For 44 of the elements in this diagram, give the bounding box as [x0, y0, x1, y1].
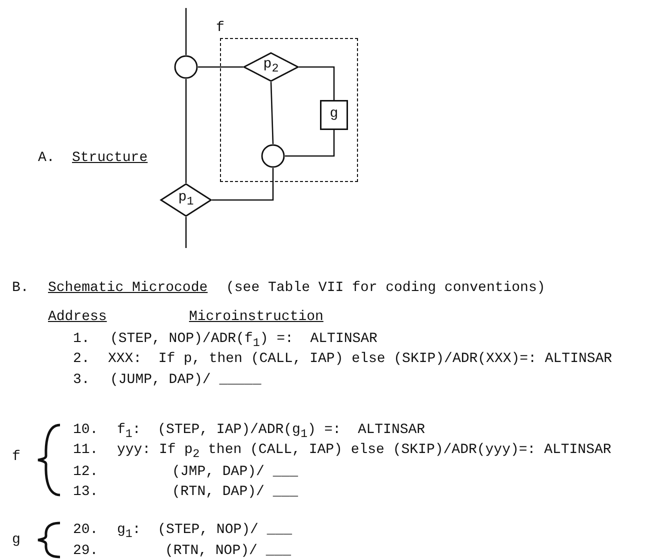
line-number: 10.: [73, 422, 98, 438]
note-text: (see Table VII for coding conventions): [226, 280, 546, 296]
decision-diamond: [243, 52, 299, 82]
column-heading: Address: [48, 309, 107, 325]
connector-line: [285, 130, 335, 157]
node-label: p$_{1}$: [178, 190, 194, 208]
line-number: 12.: [73, 464, 98, 480]
line-number: 29.: [73, 543, 98, 559]
connector-line: [212, 168, 274, 201]
brace-label: f: [12, 449, 20, 465]
line-number: 2.: [73, 351, 90, 367]
connector-line: [299, 66, 335, 100]
connector-line: [198, 66, 243, 68]
decision-diamond: [160, 183, 212, 217]
section-heading: Structure: [72, 150, 148, 166]
line-number: 13.: [73, 484, 98, 500]
column-heading: Microinstruction: [189, 309, 324, 325]
node-label: g: [330, 106, 338, 122]
section-heading: Schematic Microcode: [48, 280, 208, 296]
process-box: [320, 100, 348, 130]
line-number: 3.: [73, 372, 90, 388]
microinstruction-text: (JMP, DAP)/ ___: [172, 464, 298, 480]
microinstruction-text: (RTN, DAP)/ ___: [172, 484, 298, 500]
line-number: 11.: [73, 442, 98, 458]
section-letter: B.: [12, 280, 29, 296]
line-number: 20.: [73, 522, 98, 538]
microinstruction-text: (JUMP, DAP)/ _____: [110, 372, 262, 388]
connector-line: [185, 217, 187, 248]
junction-circle: [174, 55, 198, 79]
microinstruction-text: yyy: If p$_{2}$ then (CALL, IAP) else (SKIP)/ADR(yyy)=: ALTINSAR: [117, 442, 612, 462]
microinstruction-text: g$_{1}$: (STEP, NOP)/ ___: [117, 522, 292, 542]
microinstruction-text: (STEP, NOP)/ADR(f$_{1}$) =: ALTINSAR: [110, 331, 378, 351]
microinstruction-text: (RTN, NOP)/ ___: [165, 543, 292, 559]
connector-line: [270, 82, 274, 144]
section-letter: A.: [38, 150, 55, 166]
connector-line: [185, 79, 187, 183]
microinstruction-text: XXX: If p, then (CALL, IAP) else (SKIP)/ADR(XXX)=: ALTINSAR: [108, 351, 612, 367]
connector-line: [185, 8, 187, 55]
brace-label: g: [12, 532, 20, 548]
junction-circle: [261, 144, 285, 168]
microinstruction-text: f$_{1}$: (STEP, IAP)/ADR(g$_{1}$) =: ALTINSAR: [117, 422, 426, 442]
line-number: 1.: [73, 331, 90, 347]
group-label: f: [216, 20, 224, 36]
node-label: p$_{2}$: [263, 56, 279, 76]
